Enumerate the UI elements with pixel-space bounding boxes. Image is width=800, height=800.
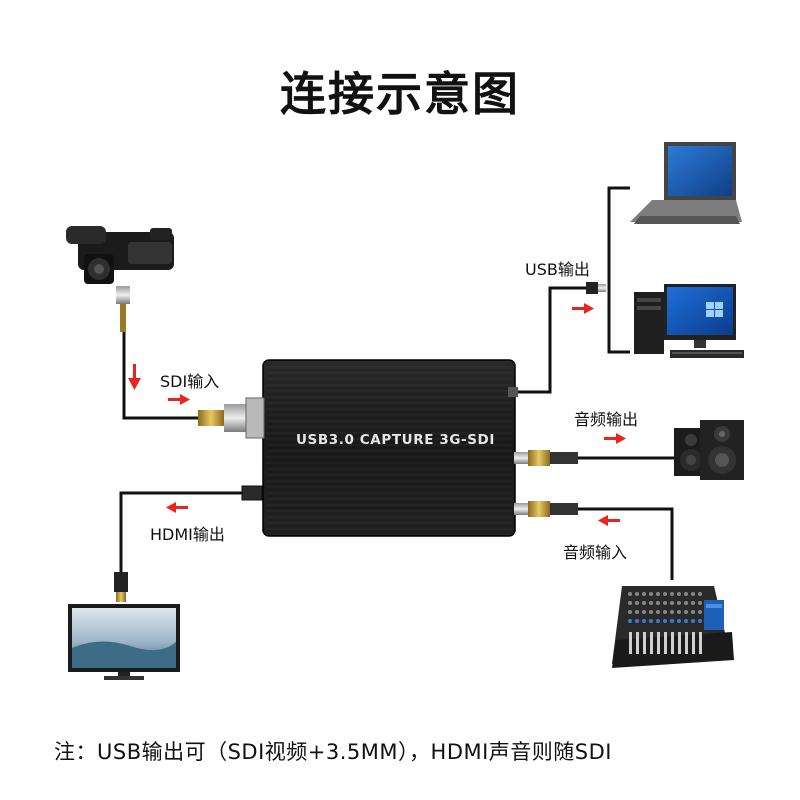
sdi-bnc-connector xyxy=(198,398,264,438)
footnote: 注：USB输出可（SDI视频+3.5MM），HDMI声音则随SDI xyxy=(54,736,612,766)
hdmi-connector xyxy=(114,572,128,602)
audio-out-jack xyxy=(514,450,578,466)
tv-monitor-icon xyxy=(68,604,180,680)
arrow-left-hdmi xyxy=(166,502,188,513)
arrow-right-audio-out xyxy=(604,433,626,444)
usb-cable xyxy=(516,288,590,392)
usb-output-label: USB输出 xyxy=(525,256,590,280)
speaker-icon xyxy=(674,420,744,480)
arrow-down-sdi xyxy=(128,364,141,390)
device-label: USB3.0 CAPTURE 3G-SDI xyxy=(296,432,495,448)
hdmi-output-label: HDMI输出 xyxy=(150,521,225,545)
arrow-right-sdi xyxy=(168,394,190,405)
arrow-left-audio-in xyxy=(598,515,620,526)
usb-connector xyxy=(586,282,606,294)
capture-device xyxy=(242,360,518,536)
camcorder-icon xyxy=(66,226,174,332)
audio-mixer-icon xyxy=(612,586,734,668)
audio-in-jack xyxy=(514,501,578,517)
arrow-right-usb xyxy=(572,303,594,314)
audio-output-label: 音频输出 xyxy=(574,406,638,430)
audio-input-label: 音频输入 xyxy=(563,539,627,563)
usb-bracket-line xyxy=(609,188,630,352)
sdi-input-label: SDI输入 xyxy=(160,368,219,392)
desktop-pc-icon xyxy=(634,284,744,358)
page-title: 连接示意图 xyxy=(0,58,800,124)
laptop-icon xyxy=(630,142,742,224)
